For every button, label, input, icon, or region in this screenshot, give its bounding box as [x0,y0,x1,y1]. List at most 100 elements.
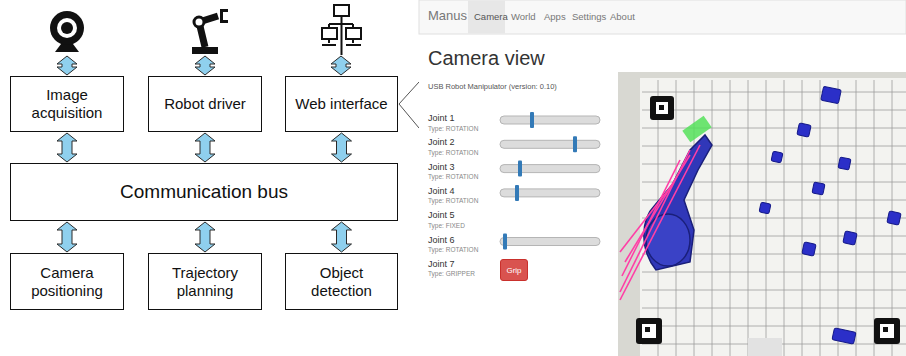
joint-name: Joint 2 [428,137,455,147]
joint-type: Type: ROTATION [428,149,478,156]
robot-base [646,214,690,266]
joint-name: Joint 3 [428,162,455,172]
grid-line [642,326,906,327]
blue-object [838,157,851,170]
device-name: USB Robot Manipulator (version: 0.10) [428,83,557,92]
double-arrow [195,56,215,75]
webcam-body [50,11,84,45]
model-overlay-line [625,155,690,262]
webcam-icon [50,11,84,52]
menu-item: About [610,12,635,23]
label-brand: Manus [428,9,467,24]
blue-object [771,151,783,163]
robot-gripper [220,9,228,23]
joint-name: Joint 1 [428,113,455,123]
node-text: Image acquisition [15,86,119,122]
page-heading: Camera view [428,47,545,70]
bus-band: Communication bus [10,163,398,221]
joint-name: Joint 5 [428,210,455,220]
grid-line [642,272,906,273]
white-object [748,338,782,356]
grid-line [642,92,906,93]
model-overlay-line [620,185,672,252]
fiducial-inner [656,102,668,114]
board-grid [642,80,906,356]
joint-type: Type: ROTATION [428,173,478,180]
slider-thumb [515,185,519,201]
joint-type: Type: ROTATION [428,246,478,253]
network-wire [322,16,361,55]
module-box: Camera positioning [10,253,124,310]
slider-track [500,165,600,173]
double-arrow [332,222,352,252]
node-text: Camera positioning [15,264,119,300]
node-text: Grip [506,266,521,275]
module-box: Web interface [285,76,398,132]
slider-track [500,140,600,148]
module-box: Trajectory planning [148,253,262,310]
nav-bar [419,0,906,34]
callout-line [399,82,419,128]
menu-item: Settings [572,12,606,23]
slider-thumb [503,234,507,250]
node-text: Trajectory planning [153,264,257,300]
robot-base [192,47,218,54]
slider-track [500,238,600,246]
module-box: Robot driver [148,76,262,132]
gripper-highlight [682,116,711,142]
fiducial-inner [642,324,656,338]
grid-line [642,164,906,165]
blue-object [843,231,857,245]
joint-name: Joint 4 [428,186,455,196]
fiducial-dot [645,327,650,332]
joint-type: Type: ROTATION [428,125,478,132]
slider-track [500,116,600,124]
fiducial-dot [659,105,664,110]
grid-line [642,146,906,147]
joint-type: Type: GRIPPER [428,270,475,277]
grid-line [642,110,906,111]
camera-background [618,72,906,356]
menu-item: Apps [544,12,566,23]
fiducial-marker [650,96,674,120]
model-overlay-line [620,150,690,292]
blue-object [821,86,842,103]
fiducial-marker [874,318,900,344]
model-overlay-line [620,145,700,300]
joint-name: Joint 6 [428,235,455,245]
webcam-base [55,44,79,52]
grip-button: Grip [500,259,528,281]
node-text: Web interface [295,95,387,113]
double-arrow [195,133,215,162]
fiducial-dot [883,327,888,332]
computer-screen [346,28,361,39]
node-text: Object detection [290,264,393,300]
slider-thumb [530,112,534,128]
node-text: Robot driver [164,95,246,113]
fiducial-marker [636,318,662,344]
module-box: Object detection [285,253,398,310]
computer-screen [334,5,349,16]
joint-type: Type: FIXED [428,222,465,229]
double-arrow [332,133,352,162]
double-arrow [57,222,77,252]
grid-line [642,128,906,129]
double-arrow [57,56,77,75]
grid-line [642,308,906,309]
blue-object [759,202,771,214]
blue-object [812,182,825,195]
node-text: Communication bus [120,181,288,204]
double-arrow [331,56,351,75]
grid-board [640,78,906,356]
icon-arrows [57,56,351,75]
blue-object [797,123,811,137]
slider-thumb [573,136,577,152]
joint-type: Type: ROTATION [428,197,478,204]
screenshot-ground [419,0,906,356]
menu-item: Camera [474,12,508,23]
blue-object [887,211,901,225]
double-arrow [195,222,215,252]
camera-image [618,72,906,356]
blue-object [832,328,856,344]
